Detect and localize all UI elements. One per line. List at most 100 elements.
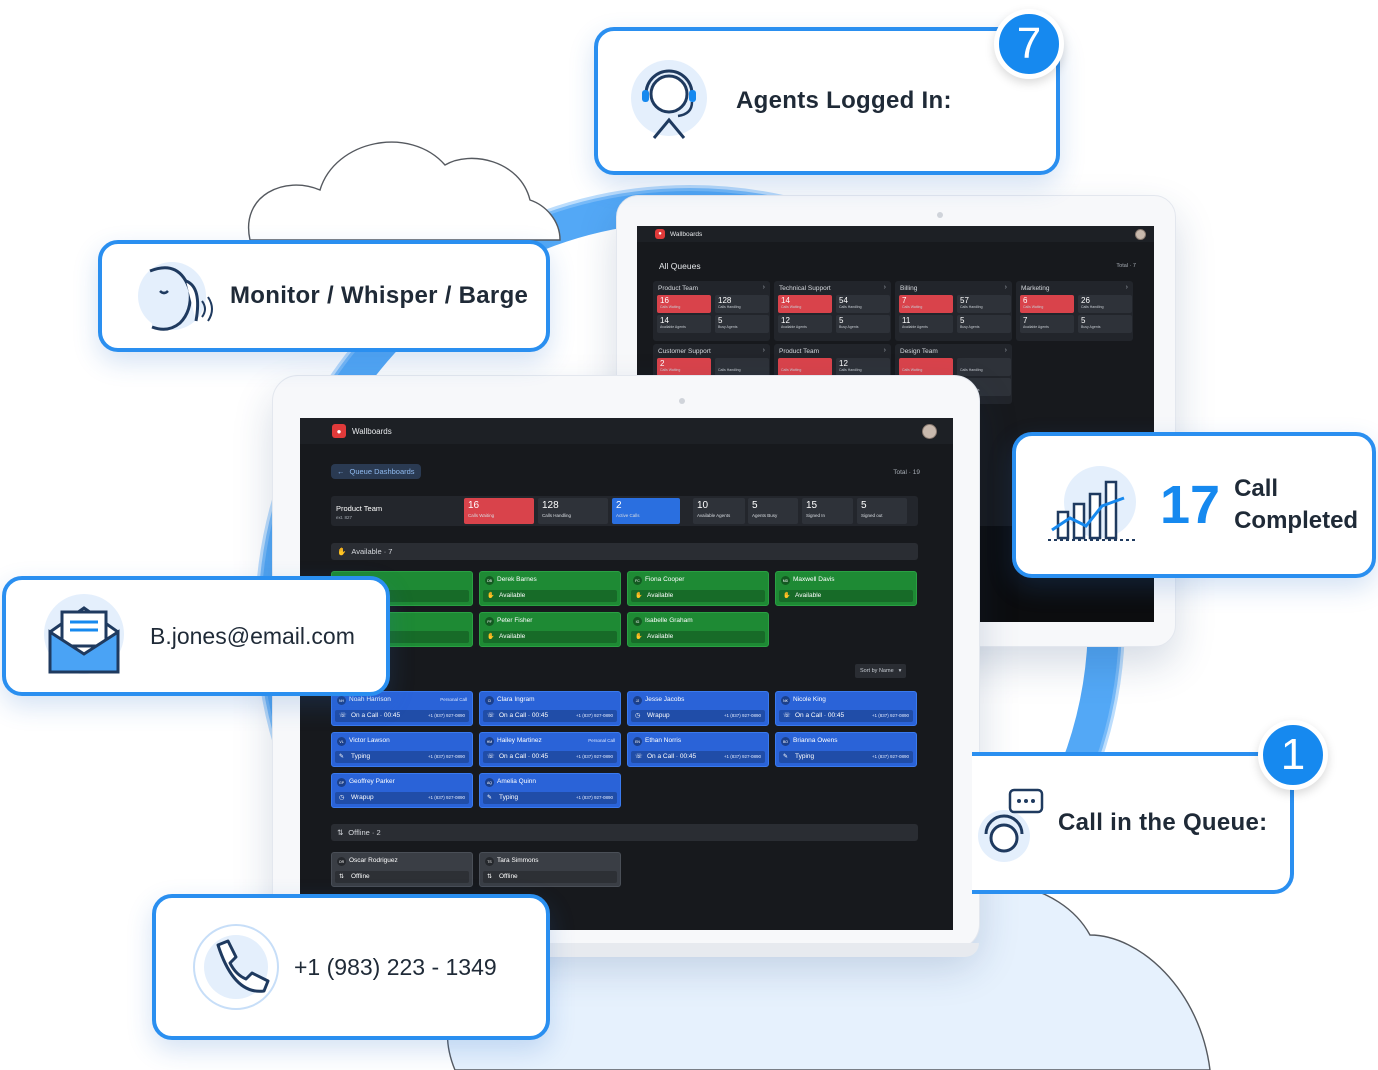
team-stat-value: 15 [806, 500, 818, 511]
calls-completed-line2: Completed [1234, 507, 1359, 534]
chevron-right-icon[interactable]: › [883, 347, 886, 354]
laptop-screen: ● Wallboards ← Queue Dashboards Total · … [300, 418, 953, 930]
agent-status-bar: ☏On a Call · 00:45+1 (837) 927-0890 [335, 710, 469, 722]
calls-completed-text: Call Completed [1234, 473, 1358, 537]
agent-avatar: TS [485, 857, 494, 866]
queue-stat-label: Calls Handling [960, 368, 983, 372]
agent-status: Typing [351, 753, 371, 760]
phone-icon: ☏ [339, 713, 347, 719]
chevron-down-icon: ▾ [898, 668, 902, 674]
queue-dashboards-back-button[interactable]: ← Queue Dashboards [331, 464, 421, 479]
agent-status: On a Call · 00:45 [795, 712, 845, 719]
tablet-total: Total · 7 [1116, 263, 1136, 269]
agent-tag: Personal Call [440, 697, 467, 702]
chevron-right-icon[interactable]: › [883, 284, 886, 291]
chevron-right-icon[interactable]: › [1004, 284, 1007, 291]
agent-status: Available [499, 592, 526, 599]
chevron-right-icon[interactable]: › [1125, 284, 1128, 291]
agent-avatar: DB [485, 576, 494, 585]
pencil-icon: ✎ [783, 754, 789, 760]
agent-status: Wrapup [351, 794, 374, 801]
wallboards-logo-icon: ● [655, 229, 665, 239]
agent-status: Available [795, 592, 822, 599]
agent-tag: Personal Call [588, 738, 615, 743]
calls-completed-count: 17 [1160, 475, 1221, 535]
queue-stat-waiting: Calls Waiting [778, 358, 832, 376]
pencil-icon: ✎ [339, 754, 345, 760]
agent-avatar: FC [633, 576, 642, 585]
queue-stat-label: Calls Handling [718, 368, 741, 372]
agent-name: Maxwell Davis [793, 576, 835, 583]
arrow-left-icon: ← [337, 467, 345, 476]
laptop-user-avatar[interactable] [922, 424, 937, 439]
queue-card-title: Product Team [658, 285, 698, 292]
tablet-user-avatar[interactable] [1135, 229, 1146, 240]
pencil-icon: ✎ [487, 795, 493, 801]
offline-section-header[interactable]: ⇅ Offline · 2 [331, 824, 918, 841]
call-in-queue-label: Call in the Queue: [1058, 809, 1268, 836]
offline-icon: ⇅ [339, 874, 345, 880]
agent-avatar: JJ [633, 696, 642, 705]
agent-phone: +1 (837) 927-0890 [871, 713, 909, 718]
agent-name: Hailey Martinez [497, 737, 542, 744]
agent-phone: +1 (837) 927-0890 [427, 754, 465, 759]
chevron-right-icon[interactable]: › [1004, 347, 1007, 354]
available-section-header[interactable]: ✋ Available · 7 [331, 543, 918, 560]
agent-name: Victor Lawson [349, 737, 390, 744]
chevron-right-icon[interactable]: › [762, 284, 765, 291]
queue-stat-label: Calls Handling [839, 368, 862, 372]
agent-status-bar: ✋Available [483, 590, 617, 602]
agent-status-bar: ◷Wrapup+1 (837) 927-0890 [631, 710, 765, 722]
sort-by-name-dropdown[interactable]: Sort by Name ▾ [855, 664, 907, 678]
offline-icon: ⇅ [487, 874, 493, 880]
tablet-camera [937, 212, 943, 218]
available-section-label: Available · 7 [351, 547, 393, 556]
team-stat-label: Signed In [806, 513, 826, 518]
queue-stat-label: Busy Agents [718, 325, 738, 329]
agent-avatar: CI [485, 696, 494, 705]
clock-icon: ◷ [339, 795, 345, 801]
queue-stat-value: 14 [781, 296, 790, 305]
agent-status: On a Call · 00:45 [499, 753, 549, 760]
chevron-right-icon[interactable]: › [762, 347, 765, 354]
agent-status-bar: ✋Available [631, 631, 765, 643]
agent-name: Geoffrey Parker [349, 778, 395, 785]
whisper-face-icon [138, 262, 213, 331]
phone-card: +1 (983) 223 - 1349 [152, 894, 550, 1040]
agent-status: Typing [795, 753, 815, 760]
agent-phone: +1 (837) 927-0890 [427, 795, 465, 800]
queue-stat-value: 57 [960, 296, 969, 305]
hand-icon: ✋ [635, 634, 643, 640]
agent-status-bar: ✎Typing+1 (837) 927-0890 [483, 792, 617, 804]
